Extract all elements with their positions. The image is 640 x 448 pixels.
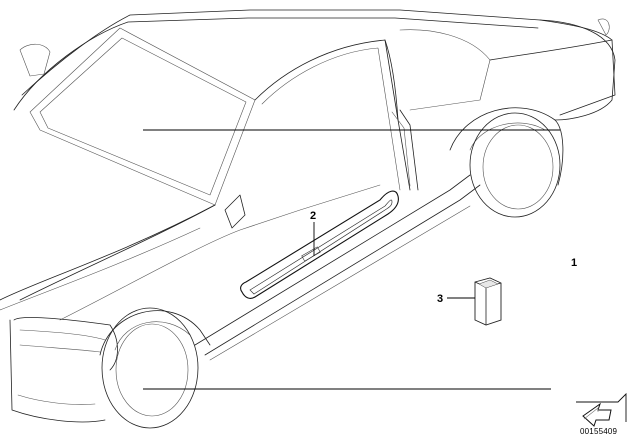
battery-part-3 <box>474 277 502 326</box>
callout-1: 1 <box>571 257 578 269</box>
diagram-arrow-icon <box>576 392 627 427</box>
callout-3: 3 <box>437 293 444 305</box>
car-outline-drawing <box>0 9 616 429</box>
door-sill-strip-part <box>240 190 399 299</box>
callout-2: 2 <box>310 210 317 222</box>
diagram-number: 00155409 <box>580 427 618 436</box>
